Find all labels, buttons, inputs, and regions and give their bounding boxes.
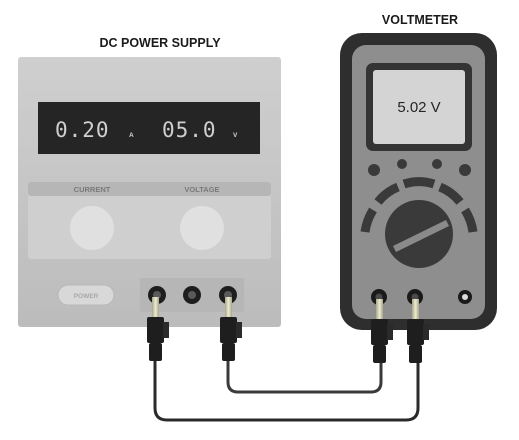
jack-amp[interactable] [458,290,472,304]
voltmeter-lcd [373,70,465,144]
terminal-ground[interactable] [183,286,201,304]
current-knob[interactable] [70,206,114,250]
voltage-unit: V [233,132,238,139]
power-supply-title: DC POWER SUPPLY [99,36,221,50]
probe-psu-positive[interactable] [220,297,242,361]
meter-button-center-right[interactable] [432,159,442,169]
control-panel-header [28,182,271,196]
power-supply-display [38,102,260,154]
meter-button-center-left[interactable] [397,159,407,169]
voltmeter-title: VOLTMETER [382,13,458,27]
power-button-label: POWER [74,293,99,300]
meter-button-right[interactable] [459,164,471,176]
probe-meter-com[interactable] [371,299,393,363]
dial-scale [360,177,478,233]
dial-pointer [393,220,449,252]
voltage-display: 05.0 [162,118,217,142]
probe-psu-negative[interactable] [147,297,169,361]
wire-negative [153,360,420,422]
voltmeter-reading: 5.02 V [397,99,440,116]
dc-power-supply: 0.20 A 05.0 V CURRENT VOLTAGE POWER [18,57,281,327]
probe-meter-volt[interactable] [407,299,429,363]
current-display: 0.20 [55,118,110,142]
voltage-knob-label: VOLTAGE [184,185,219,194]
meter-button-left[interactable] [368,164,380,176]
voltmeter: 5.02 V [340,33,497,330]
wire-positive [226,360,383,394]
current-unit: A [129,132,134,139]
voltage-knob[interactable] [180,206,224,250]
current-knob-label: CURRENT [74,185,111,194]
power-button[interactable] [57,284,115,306]
wires [153,360,420,422]
